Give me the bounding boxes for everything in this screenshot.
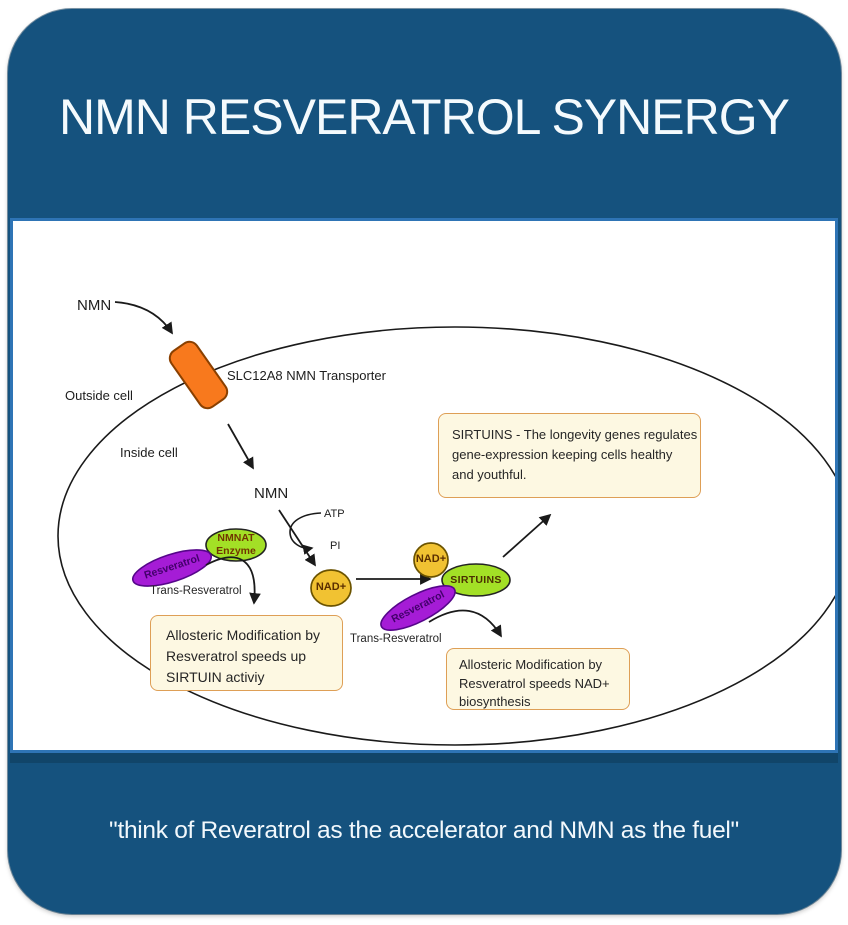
label-inside-cell: Inside cell bbox=[120, 445, 178, 460]
allosteric-sirtuin-line: Resveratrol speeds up bbox=[166, 648, 307, 664]
sirtuins-info-box: SIRTUINS - The longevity genes regulates… bbox=[438, 413, 701, 498]
nmnat-line1: NMNAT bbox=[217, 532, 255, 544]
sirtuins-info-line: and youthful. bbox=[452, 467, 527, 482]
panel-bottom-shade bbox=[10, 753, 838, 763]
label-atp: ATP bbox=[324, 508, 345, 520]
cell-membrane-ellipse bbox=[57, 326, 835, 746]
diagram-panel: NMN SLC12A8 NMN Transporter Outside cell… bbox=[10, 218, 838, 753]
nad-left-shape bbox=[310, 569, 352, 607]
label-trans-resveratrol-right: Trans-Resveratrol bbox=[350, 633, 442, 645]
label-pi: PI bbox=[330, 540, 341, 552]
allosteric-sirtuin-box: Allosteric Modification by Resveratrol s… bbox=[150, 615, 343, 691]
nmnat-enzyme-label: NMNAT Enzyme bbox=[204, 532, 268, 558]
sirtuins-info-line: gene-expression keeping cells healthy bbox=[452, 447, 673, 462]
allosteric-nad-line: Resveratrol speeds NAD+ bbox=[459, 675, 610, 691]
sirtuins-label: SIRTUINS bbox=[450, 574, 502, 586]
allosteric-nad-line: Allosteric Modification by bbox=[459, 657, 603, 672]
label-transporter: SLC12A8 NMN Transporter bbox=[227, 368, 386, 383]
arrow-nmn-to-transporter bbox=[114, 301, 173, 335]
arrow-transporter-to-nmn bbox=[227, 423, 254, 470]
resveratrol-left-shape bbox=[131, 549, 213, 587]
footer-quote: "think of Reveratrol as the accelerator … bbox=[109, 817, 739, 844]
arrow-sirtuins-to-info-box bbox=[502, 513, 552, 558]
arrow-nmn-to-nad bbox=[278, 509, 316, 567]
nad-top-label: NAD+ bbox=[415, 553, 447, 565]
label-nmn-outside: NMN bbox=[77, 297, 112, 314]
diagram-canvas bbox=[57, 301, 835, 746]
arrow-resveratrol-to-sirtuin-box bbox=[205, 556, 261, 605]
nmnat-line2: Enzyme bbox=[216, 545, 256, 557]
allosteric-nad-line: biosynthesis bbox=[459, 694, 531, 709]
page-title: NMN RESVERATROL SYNERGY bbox=[59, 89, 790, 145]
label-outside-cell: Outside cell bbox=[65, 388, 133, 403]
nad-top-shape bbox=[413, 542, 449, 578]
nad-left-label: NAD+ bbox=[315, 581, 347, 593]
nmn-transporter-shape bbox=[168, 340, 229, 410]
resveratrol-right-shape bbox=[380, 585, 456, 631]
arrow-atp-to-pi bbox=[289, 512, 322, 555]
allosteric-sirtuin-line: SIRTUIN activiy bbox=[166, 669, 265, 685]
arrow-resveratrol-to-nad-box bbox=[428, 609, 502, 638]
label-nmn-inside: NMN bbox=[254, 485, 289, 502]
sirtuins-shape bbox=[441, 563, 511, 597]
nmnat-enzyme-shape bbox=[205, 528, 267, 562]
label-trans-resveratrol-left: Trans-Resveratrol bbox=[150, 585, 242, 597]
allosteric-sirtuin-line: Allosteric Modification by bbox=[166, 627, 321, 643]
allosteric-nad-box: Allosteric Modification by Resveratrol s… bbox=[446, 648, 630, 710]
sirtuins-info-line: SIRTUINS - The longevity genes regulates bbox=[452, 427, 698, 442]
